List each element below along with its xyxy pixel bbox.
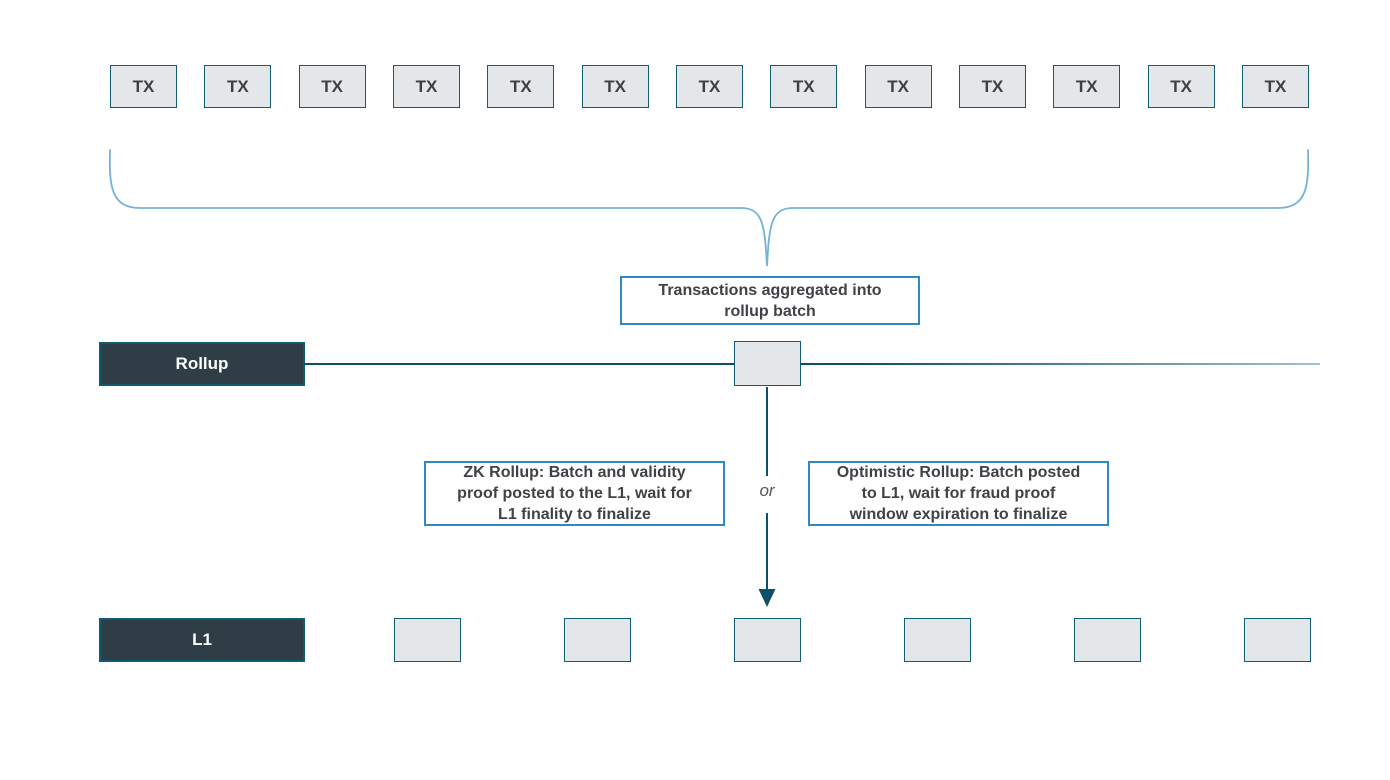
- tx-block: TX: [110, 65, 177, 108]
- l1-block: [394, 618, 461, 662]
- tx-block: TX: [581, 65, 649, 108]
- rollup-lane-bar: Rollup: [99, 342, 305, 386]
- tx-block: TX: [298, 65, 366, 108]
- tx-block: TX: [864, 65, 932, 108]
- tx-block: TX: [958, 65, 1026, 108]
- l1-block: [1074, 618, 1141, 662]
- tx-block: TX: [675, 65, 743, 108]
- zk-rollup-note-line: ZK Rollup: Batch and validity: [463, 464, 686, 481]
- aggregation-label: Transactions aggregated into rollup batc…: [620, 276, 920, 325]
- tx-row: TX TX TX TX TX TX TX TX TX TX TX TX TX: [110, 65, 1309, 108]
- tx-block: TX: [204, 65, 272, 108]
- zk-rollup-note-line: L1 finality to finalize: [498, 506, 651, 523]
- l1-block: [734, 618, 801, 662]
- tx-block: TX: [1241, 65, 1309, 108]
- aggregation-brace-icon: [108, 149, 1310, 267]
- tx-block: TX: [1147, 65, 1215, 108]
- tx-block: TX: [392, 65, 460, 108]
- optimistic-rollup-note-line: Optimistic Rollup: Batch posted: [836, 464, 1081, 481]
- l1-block: [904, 618, 971, 662]
- optimistic-rollup-note: Optimistic Rollup: Batch posted to L1, w…: [808, 461, 1109, 526]
- l1-block: [564, 618, 631, 662]
- optimistic-rollup-note-line: to L1, wait for fraud proof: [861, 485, 1056, 502]
- tx-block: TX: [1053, 65, 1121, 108]
- zk-rollup-note-line: proof posted to the L1, wait for: [457, 485, 692, 502]
- tx-block: TX: [770, 65, 838, 108]
- aggregation-label-line: Transactions aggregated into: [658, 281, 882, 299]
- l1-block: [1244, 618, 1311, 662]
- tx-block: TX: [487, 65, 555, 108]
- aggregation-label-line: rollup batch: [724, 302, 816, 320]
- zk-rollup-note: ZK Rollup: Batch and validity proof post…: [424, 461, 725, 526]
- l1-lane-label: L1: [192, 630, 212, 649]
- rollup-batch-block: [734, 341, 801, 386]
- optimistic-rollup-note-line: window expiration to finalize: [849, 506, 1068, 523]
- arrowhead-icon: [758, 589, 776, 607]
- or-label: or: [759, 481, 775, 500]
- l1-lane-bar: L1: [99, 618, 305, 662]
- rollup-lane-label: Rollup: [175, 354, 229, 373]
